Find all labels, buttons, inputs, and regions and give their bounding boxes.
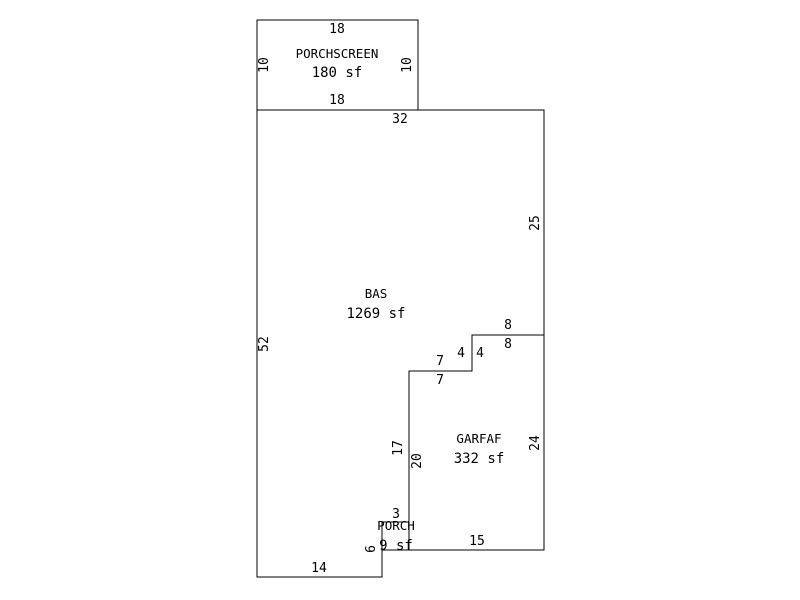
porch-size: 9 sf (379, 538, 413, 554)
bas-label: BAS (365, 286, 388, 301)
dim-bas-left: 52 (257, 336, 272, 352)
dim-porchscreen-bottom: 18 (329, 93, 345, 108)
porch-outline (381, 521, 410, 551)
dim-garage-left: 20 (410, 453, 425, 469)
dim-step-inner-vertical: 4 (476, 346, 484, 361)
garfaf-size: 332 sf (454, 451, 505, 467)
dim-bas-top: 32 (392, 112, 408, 127)
porch-label: PORCH (377, 518, 415, 533)
porchscreen-label: PORCHSCREEN (296, 46, 379, 61)
dim-step-inner-horizontal: 7 (436, 373, 444, 388)
dim-garage-right: 24 (528, 435, 543, 451)
bas-outline (256, 109, 545, 578)
dim-step-inner-top: 8 (504, 337, 512, 352)
dim-porchscreen-left: 10 (257, 57, 272, 73)
dim-garage-bottom: 15 (469, 534, 485, 549)
dim-bas-garage-side: 17 (391, 440, 406, 456)
dim-porch-left: 6 (364, 545, 379, 553)
garfaf-label: GARFAF (456, 431, 501, 446)
dim-bas-bottom: 14 (311, 561, 327, 576)
dim-step-outer-vertical: 4 (457, 346, 465, 361)
dim-bas-right: 25 (528, 215, 543, 231)
dim-porchscreen-right: 10 (400, 57, 415, 73)
dim-porchscreen-top: 18 (329, 22, 345, 37)
dim-step-outer-top: 8 (504, 318, 512, 333)
bas-size: 1269 sf (346, 306, 405, 322)
porchscreen-size: 180 sf (312, 65, 363, 81)
garfaf-outline (408, 334, 545, 551)
dim-step-outer-horizontal: 7 (436, 354, 444, 369)
dim-porch-top: 3 (392, 507, 400, 522)
